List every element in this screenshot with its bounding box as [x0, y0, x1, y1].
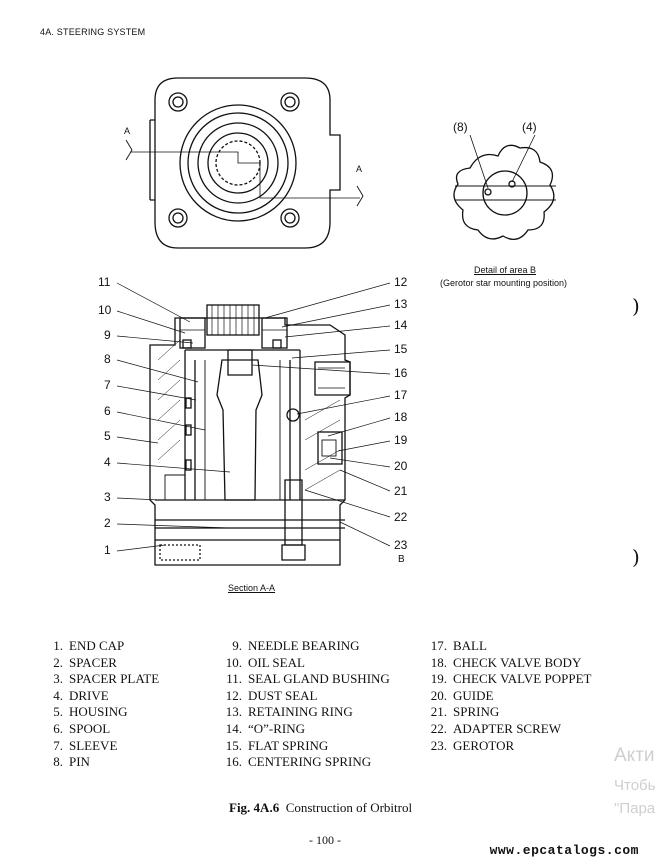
- callout-2: 2: [104, 516, 111, 530]
- callout-1: 1: [104, 543, 111, 557]
- detail-label-left: (8): [453, 120, 468, 134]
- callout-19: 19: [394, 433, 408, 447]
- binder-hole-mark-top: ): [632, 294, 640, 318]
- callout-13: 13: [394, 297, 408, 311]
- figure-title: Construction of Orbitrol: [285, 800, 413, 815]
- footer-site: www.epcatalogs.com: [489, 843, 639, 858]
- area-b-marker: B: [398, 554, 405, 565]
- list-item: 18.CHECK VALVE BODY: [430, 654, 582, 670]
- callout-6: 6: [104, 404, 111, 418]
- callout-9: 9: [104, 328, 111, 342]
- list-item: 2.SPACER: [53, 654, 117, 670]
- section-title: Section A-A: [228, 583, 276, 593]
- list-item: 20.GUIDE: [430, 687, 494, 703]
- callout-16: 16: [394, 366, 408, 380]
- list-item: 21.SPRING: [430, 704, 500, 720]
- detail-area-b: [453, 134, 556, 241]
- callout-11: 11: [98, 275, 111, 289]
- callout-21: 21: [394, 484, 408, 498]
- list-item: 6.SPOOL: [53, 720, 111, 736]
- detail-subtitle: (Gerotor star mounting position): [440, 278, 568, 288]
- callout-14: 14: [394, 318, 408, 332]
- page-number: - 100 -: [309, 833, 341, 847]
- callout-15: 15: [394, 342, 408, 356]
- list-item: 16.CENTERING SPRING: [225, 754, 372, 770]
- list-item: 1.END CAP: [53, 638, 125, 653]
- callout-20: 20: [394, 459, 408, 473]
- list-item: 3.SPACER PLATE: [53, 671, 160, 687]
- list-item: 5.HOUSING: [53, 704, 128, 720]
- callout-18: 18: [394, 410, 408, 424]
- figure-number: Fig. 4A.6: [229, 800, 280, 815]
- callout-10: 10: [98, 303, 112, 317]
- callout-12: 12: [394, 275, 408, 289]
- watermark-line-3: "Пара: [614, 800, 656, 817]
- list-item: 10.OIL SEAL: [225, 654, 305, 670]
- list-item: 14.“O”-RING: [225, 720, 306, 736]
- binder-hole-mark-bottom: ): [632, 545, 640, 569]
- parts-list-col-1: 1.END CAP 2.SPACER 3.SPACER PLATE 4.DRIV…: [45, 638, 159, 771]
- list-item: 7.SLEEVE: [53, 737, 118, 753]
- callout-23: 23: [394, 538, 408, 552]
- list-item: 9.NEEDLE BEARING: [232, 638, 360, 653]
- callout-22: 22: [394, 510, 408, 524]
- watermark-line-2: Чтобь: [614, 777, 656, 794]
- watermark-line-1: Акти: [614, 745, 655, 766]
- list-item: 12.DUST SEAL: [225, 687, 318, 703]
- section-marker-left: A: [124, 126, 131, 136]
- callout-17: 17: [394, 388, 408, 402]
- callout-8: 8: [104, 352, 111, 366]
- section-marker-right: A: [356, 164, 363, 174]
- list-item: 23.GEROTOR: [430, 737, 515, 753]
- detail-title: Detail of area B: [474, 265, 537, 275]
- figure-caption: Fig. 4A.6 Construction of Orbitrol: [229, 800, 412, 816]
- list-item: 17.BALL: [430, 638, 487, 653]
- list-item: 13.RETAINING RING: [225, 704, 353, 720]
- parts-list-col-2: 9.NEEDLE BEARING 10.OIL SEAL 11.SEAL GLA…: [219, 638, 390, 771]
- list-item: 15.FLAT SPRING: [225, 737, 329, 753]
- detail-label-right: (4): [522, 120, 537, 134]
- list-item: 8.PIN: [53, 754, 90, 770]
- top-view: [125, 77, 364, 249]
- list-item: 19.CHECK VALVE POPPET: [430, 671, 592, 687]
- list-item: 22.ADAPTER SCREW: [430, 720, 561, 736]
- parts-list-col-3: 17.BALL 18.CHECK VALVE BODY 19.CHECK VAL…: [424, 638, 592, 754]
- list-item: 11.SEAL GLAND BUSHING: [226, 671, 390, 687]
- list-item: 4.DRIVE: [53, 687, 109, 703]
- callout-3: 3: [104, 490, 111, 504]
- callout-5: 5: [104, 429, 111, 443]
- callout-4: 4: [104, 455, 111, 469]
- section-a-a: [116, 282, 391, 566]
- section-header: 4A. STEERING SYSTEM: [40, 27, 146, 37]
- callout-7: 7: [104, 378, 111, 392]
